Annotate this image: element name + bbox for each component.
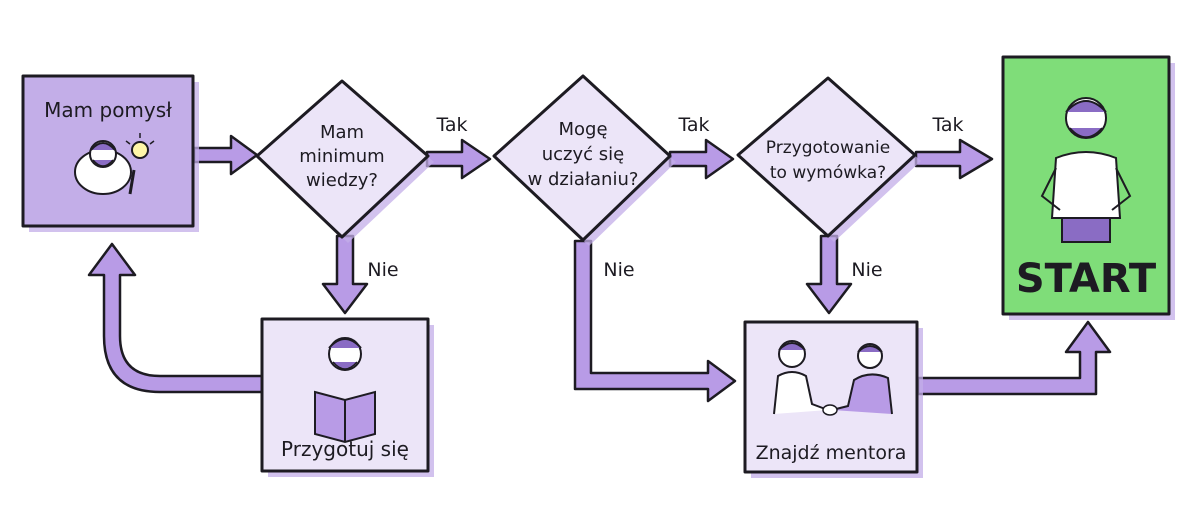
node-q1-line-1: Mam — [320, 122, 364, 143]
arrow-mentor-to-start — [916, 320, 1112, 396]
arrow-idea-to-q1 — [192, 134, 259, 176]
arrow-q1-to-prepare — [321, 234, 369, 315]
arrow-q3-to-start — [914, 138, 994, 180]
node-mentor: Znajdź mentora — [743, 320, 923, 478]
edge-label-q3-no: Nie — [851, 259, 882, 281]
edge-label-q1-yes: Tak — [435, 114, 467, 136]
node-q1: Mam minimum wiedzy? — [255, 79, 434, 243]
node-idea-label: Mam pomysł — [44, 98, 172, 122]
edge-labels: Tak Tak Tak Nie Nie Nie — [367, 114, 963, 281]
node-idea: Mam pomysł — [21, 74, 199, 232]
node-q3-line-2: to wymówka? — [770, 163, 886, 183]
node-q2: Mogę uczyć się w działaniu? — [492, 74, 676, 246]
node-q3-line-1: Przygotowanie — [766, 138, 890, 158]
edge-label-q2-no: Nie — [603, 259, 634, 281]
node-q1-diamond — [255, 79, 430, 239]
node-q2-line-3: w działaniu? — [528, 169, 639, 190]
node-prepare: Przygotuj się — [260, 317, 434, 477]
arrow-q2-to-mentor — [573, 239, 737, 403]
arrow-q1-to-q2 — [425, 138, 492, 180]
arrows — [87, 134, 1112, 403]
edge-label-q3-yes: Tak — [931, 114, 963, 136]
handshake-icon — [773, 340, 893, 416]
node-q3: Przygotowanie to wymówka? — [736, 76, 921, 242]
node-q1-line-2: minimum — [299, 146, 384, 167]
node-q2-diamond — [492, 74, 672, 242]
edge-label-q2-yes: Tak — [677, 114, 709, 136]
edge-label-q1-no: Nie — [367, 259, 398, 281]
arrow-q3-to-mentor — [805, 234, 853, 315]
node-start-label: START — [1016, 256, 1157, 302]
node-q2-line-1: Mogę — [558, 119, 607, 140]
node-mentor-label: Znajdź mentora — [756, 442, 907, 464]
node-q2-line-2: uczyć się — [542, 144, 624, 165]
node-prepare-label: Przygotuj się — [281, 437, 409, 461]
arrow-q2-to-q3 — [668, 138, 735, 180]
node-q3-diamond — [736, 76, 917, 238]
arrow-prepare-to-idea — [87, 242, 264, 394]
man-with-lightbulb-icon — [74, 133, 155, 195]
man-reading-book-icon — [314, 337, 376, 444]
node-q1-line-3: wiedzy? — [306, 170, 378, 191]
confident-man-icon — [1040, 97, 1132, 243]
node-start: START — [1001, 55, 1175, 320]
